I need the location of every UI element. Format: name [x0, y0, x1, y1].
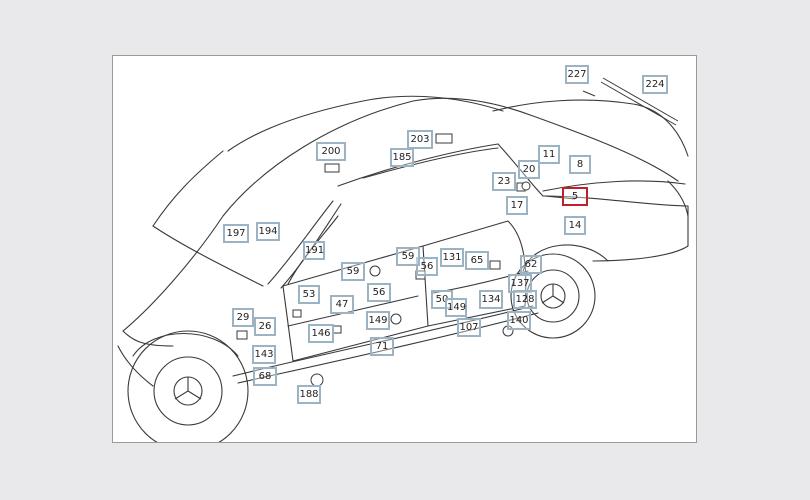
part-callout-107[interactable]: 107 — [457, 318, 481, 337]
part-callout-47[interactable]: 47 — [330, 295, 354, 314]
roof-trim-clip-sketch — [324, 163, 340, 173]
part-callout-149[interactable]: 149 — [366, 311, 390, 330]
windshield-edge — [152, 150, 224, 227]
sill-trim — [237, 312, 539, 384]
rear-window-line — [492, 99, 689, 157]
part-callout-146[interactable]: 146 — [308, 324, 334, 343]
screw-sketch-59 — [369, 265, 381, 277]
hood-line — [122, 330, 174, 347]
part-callout-191[interactable]: 191 — [303, 241, 325, 260]
clip-sketch-53 — [292, 309, 302, 318]
part-callout-14[interactable]: 14 — [564, 216, 586, 235]
rear-wheel — [510, 253, 596, 339]
trunk-line — [542, 180, 686, 192]
front-wheel — [127, 330, 249, 442]
windshield-bottom — [152, 225, 264, 287]
roof-trim-front — [337, 143, 499, 187]
clip-sketch-65 — [489, 260, 501, 270]
clip-227 — [582, 90, 596, 97]
c-pillar — [497, 143, 544, 197]
roof-inner-line — [227, 95, 504, 152]
roof-trim-rear — [362, 147, 499, 179]
part-callout-197[interactable]: 197 — [223, 224, 249, 243]
part-callout-224[interactable]: 224 — [642, 75, 668, 94]
tail-light — [667, 180, 689, 217]
part-callout-227[interactable]: 227 — [565, 65, 589, 84]
part-callout-11[interactable]: 11 — [538, 145, 560, 164]
front-bumper — [117, 345, 154, 387]
a-pillar — [267, 200, 334, 285]
leader-5 — [544, 195, 576, 200]
part-callout-65[interactable]: 65 — [465, 251, 489, 270]
part-callout-59[interactable]: 59 — [341, 262, 365, 281]
part-callout-56[interactable]: 56 — [367, 283, 391, 302]
part-callout-29[interactable]: 29 — [232, 308, 254, 327]
part-callout-134[interactable]: 134 — [479, 290, 503, 309]
roof-trim-end-sketch — [435, 133, 453, 144]
part-callout-131[interactable]: 131 — [440, 248, 464, 267]
part-callout-56[interactable]: 56 — [416, 257, 438, 276]
part-callout-53[interactable]: 53 — [298, 285, 320, 304]
part-callout-59[interactable]: 59 — [396, 247, 420, 266]
roof-outline — [122, 97, 679, 332]
part-callout-62[interactable]: 62 — [520, 255, 542, 274]
part-callout-137[interactable]: 137 — [508, 274, 532, 293]
part-callout-5[interactable]: 5 — [562, 187, 588, 206]
part-callout-149[interactable]: 149 — [445, 298, 467, 317]
part-callout-128[interactable]: 128 — [513, 290, 537, 309]
rear-door-outline — [422, 220, 527, 327]
part-callout-140[interactable]: 140 — [507, 311, 531, 330]
part-callout-71[interactable]: 71 — [370, 337, 394, 356]
part-callout-143[interactable]: 143 — [252, 345, 276, 364]
screw-sketch-149 — [390, 313, 402, 325]
part-callout-26[interactable]: 26 — [254, 317, 276, 336]
drip-rail-224 — [602, 77, 679, 122]
screw-sketch-23 — [521, 181, 531, 191]
part-callout-23[interactable]: 23 — [492, 172, 516, 191]
clip-sketch-26 — [236, 330, 248, 340]
part-callout-68[interactable]: 68 — [253, 367, 277, 386]
clip-sketch-47 — [332, 325, 342, 334]
part-callout-20[interactable]: 20 — [518, 160, 540, 179]
part-callout-185[interactable]: 185 — [390, 148, 414, 167]
part-callout-8[interactable]: 8 — [569, 155, 591, 174]
part-callout-200[interactable]: 200 — [316, 142, 346, 161]
part-callout-188[interactable]: 188 — [297, 385, 321, 404]
part-callout-194[interactable]: 194 — [256, 222, 280, 241]
parts-diagram-panel — [112, 55, 697, 443]
drip-rail-224-inner — [600, 81, 677, 126]
window-frame-front — [287, 215, 339, 285]
part-callout-17[interactable]: 17 — [506, 196, 528, 215]
part-callout-203[interactable]: 203 — [407, 130, 433, 149]
